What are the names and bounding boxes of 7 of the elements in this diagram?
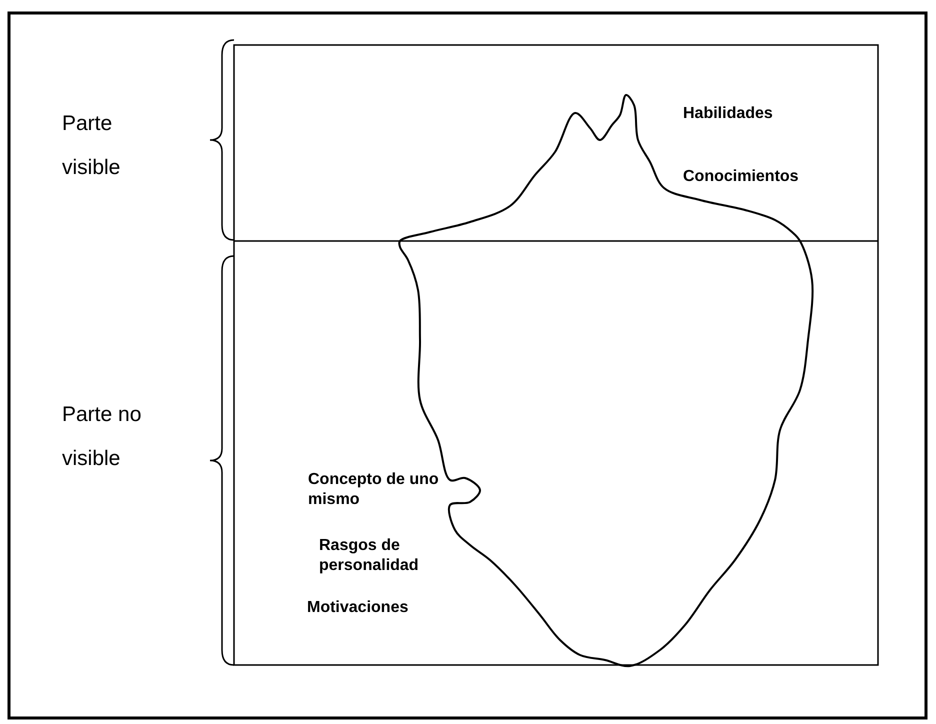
label-text: Rasgos de personalidad [319,536,420,576]
label-text: Concepto de uno mismo [308,470,440,510]
label-text: Habilidades [683,104,773,124]
label-text: Motivaciones [307,598,410,618]
label-text: Parte visible [62,111,122,181]
label-text: Conocimientos [683,167,800,187]
label-text: Parte no visible [62,402,142,472]
